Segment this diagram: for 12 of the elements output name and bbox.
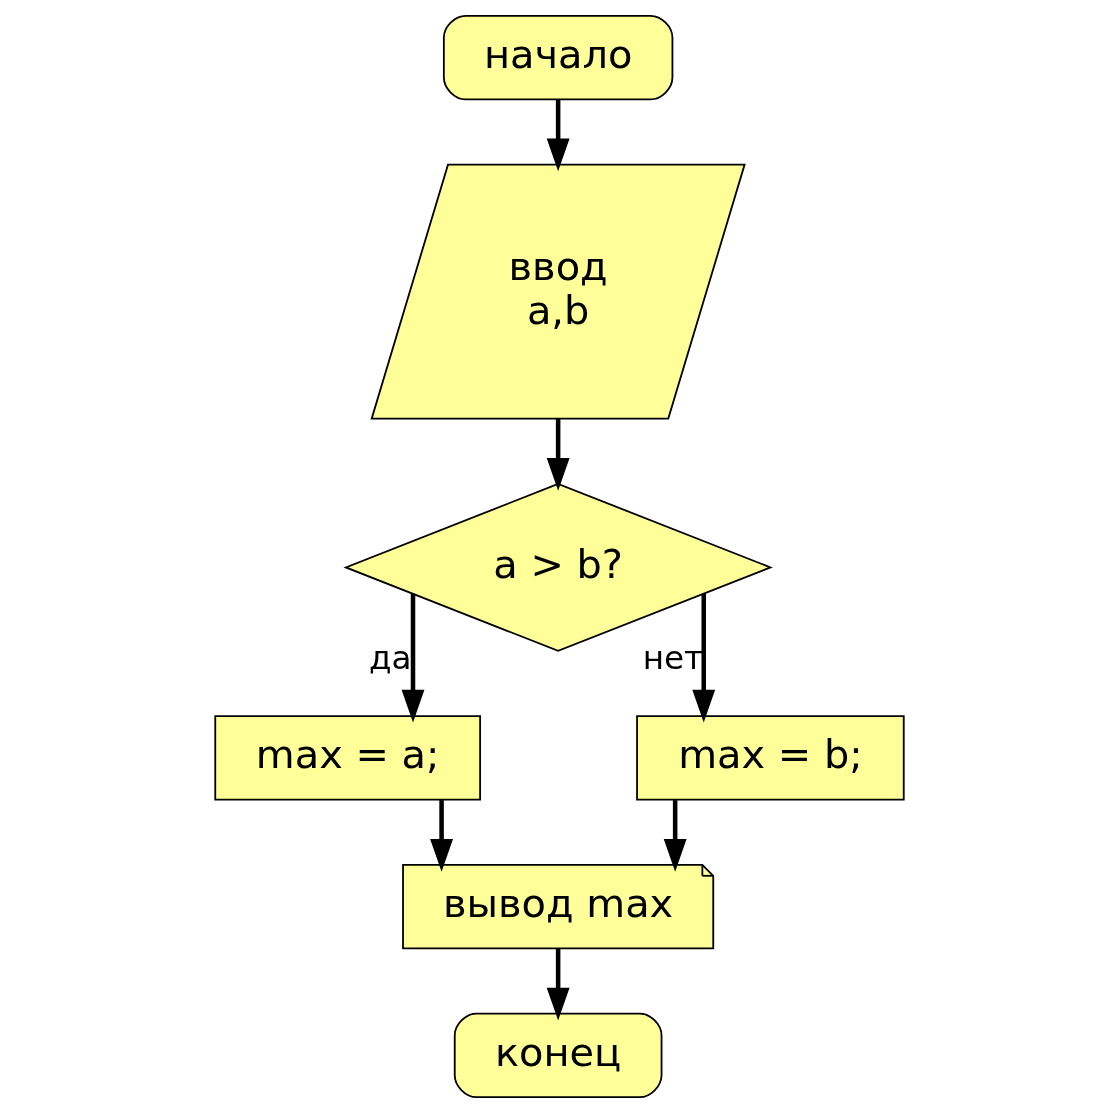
arrow	[663, 800, 687, 872]
arrow	[546, 948, 570, 1021]
node-box: max = b;	[635, 715, 905, 801]
arrow	[691, 593, 715, 723]
arrow	[401, 593, 424, 723]
node-box: начало	[442, 14, 673, 101]
arrow	[546, 99, 570, 172]
node-box: max = a;	[213, 715, 481, 801]
node-diamond: a > b?	[342, 482, 773, 652]
node-box: конец	[453, 1012, 662, 1099]
arrow	[429, 800, 453, 872]
arrow	[546, 419, 570, 491]
